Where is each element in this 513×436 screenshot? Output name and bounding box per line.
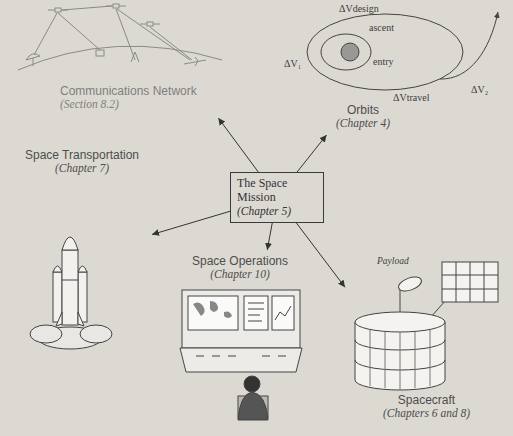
node-title: Orbits: [323, 103, 403, 117]
spacecraft-art-part: [397, 274, 424, 293]
comm-network-art-part: [184, 57, 206, 66]
rocket-art-part: [56, 312, 84, 326]
comm-network-art-part: [131, 52, 139, 62]
label-block: Orbits(Chapter 4): [323, 103, 403, 131]
connector-arrow: [152, 211, 230, 234]
comm-network-art-part-part: [119, 6, 126, 7]
node-title: Communications Network: [60, 84, 228, 98]
operations-figure: Space Operations(Chapter 10): [172, 250, 310, 428]
connector-arrow: [296, 223, 345, 288]
label-block: Communications Network(Section 8.2): [60, 84, 228, 112]
control-room-art-part: [275, 306, 291, 320]
orbits-art: [307, 12, 498, 90]
diagram-label: ΔV₂: [470, 84, 489, 95]
transport-figure: Space Transportation(Chapter 7): [12, 146, 152, 356]
node-title: Spacecraft: [345, 393, 508, 407]
rocket-art-part: [78, 266, 87, 272]
comm-network-art-part: [116, 9, 135, 60]
node-title: Space Operations: [172, 254, 308, 268]
chapter-ref: (Chapter 4): [323, 117, 403, 131]
label-block: Space Transportation(Chapter 7): [15, 148, 149, 176]
comm-network-art-part: [140, 22, 160, 26]
comm-network-art-part-part: [140, 24, 147, 25]
rocket-art-part: [30, 325, 62, 343]
chapter-ref: (Chapter 10): [172, 268, 308, 282]
rocket-art-part: [53, 266, 62, 272]
connector-arrow: [267, 223, 272, 250]
spacecraft-art-part: [400, 288, 401, 312]
control-room-art-part: [272, 296, 294, 330]
connector-arrow: [218, 118, 258, 172]
spacecraft-art-part: [442, 262, 498, 302]
comm-network-art-part: [18, 46, 222, 70]
control-room-art: [180, 290, 302, 420]
control-room-art-part: [193, 301, 232, 318]
control-room-art-part: [238, 392, 268, 420]
chapter-ref: (Chapters 6 and 8): [345, 407, 508, 421]
diagram-label: entry: [372, 56, 395, 67]
process-box: The Space Mission(Chapter 5): [230, 172, 324, 223]
spacecraft-art-part: [442, 262, 498, 302]
rocket-art-part: [80, 325, 112, 343]
node-title: The Space Mission: [237, 176, 317, 205]
chapter-ref: (Chapter 7): [15, 162, 149, 176]
control-room-art-part: [196, 356, 286, 357]
comm-network-art-part-part: [55, 8, 61, 12]
control-room-art-part: [248, 303, 264, 321]
chapter-ref: (Section 8.2): [60, 98, 228, 112]
spacecraft-art-part: [370, 330, 430, 390]
comm-network-art-part: [58, 13, 100, 50]
diagram-label: ΔV₁: [283, 58, 302, 69]
spacecraft-art-part: [355, 312, 445, 332]
control-room-art-part: [180, 348, 302, 372]
rocket-art: [30, 237, 112, 349]
control-room-art-part: [188, 296, 238, 330]
chapter-ref: (Chapter 5): [237, 205, 317, 219]
diagram-label: ΔVdesign: [338, 3, 380, 14]
control-room-art-part: [244, 296, 268, 330]
orbits-art-part: [440, 12, 498, 79]
label-block: Space Operations(Chapter 10): [172, 254, 308, 282]
comm-network-art-part-part: [147, 22, 153, 26]
spacecraft-art-part: [355, 322, 445, 390]
rocket-art-part: [62, 237, 78, 250]
orbits-art-part: [341, 43, 359, 61]
node-title: Space Transportation: [15, 148, 149, 162]
comm-network-art: [18, 4, 222, 70]
comm-network-art-part: [96, 50, 104, 56]
control-room-art-part: [182, 290, 300, 348]
diagram-label: Payload: [376, 256, 410, 266]
orbits-art-part: [321, 34, 371, 70]
comm-network-art-part: [150, 27, 192, 60]
spacecraft-art: [355, 262, 498, 390]
comm-network-art-part-part: [113, 4, 119, 8]
orbits-art-part: [307, 14, 463, 90]
comm-network-art-part-part: [153, 24, 160, 25]
comm-network-art-part: [62, 6, 112, 10]
comm-network-art-part: [34, 13, 57, 55]
comm-network-art-part-part: [48, 10, 55, 11]
connector-arrow: [297, 135, 326, 172]
diagram-label: ascent: [368, 22, 395, 33]
comm-network-art-part: [117, 9, 190, 60]
comm-network-art-part: [33, 58, 34, 66]
label-block: Spacecraft(Chapters 6 and 8): [345, 393, 508, 421]
diagram-label: ΔVtravel: [392, 92, 430, 103]
rocket-art-part: [62, 280, 78, 281]
spacecraft-figure: Spacecraft(Chapters 6 and 8): [345, 250, 510, 430]
comm-figure: Communications Network(Section 8.2): [15, 0, 230, 118]
rocket-art-part: [62, 250, 78, 325]
control-room-art-part: [244, 376, 260, 392]
